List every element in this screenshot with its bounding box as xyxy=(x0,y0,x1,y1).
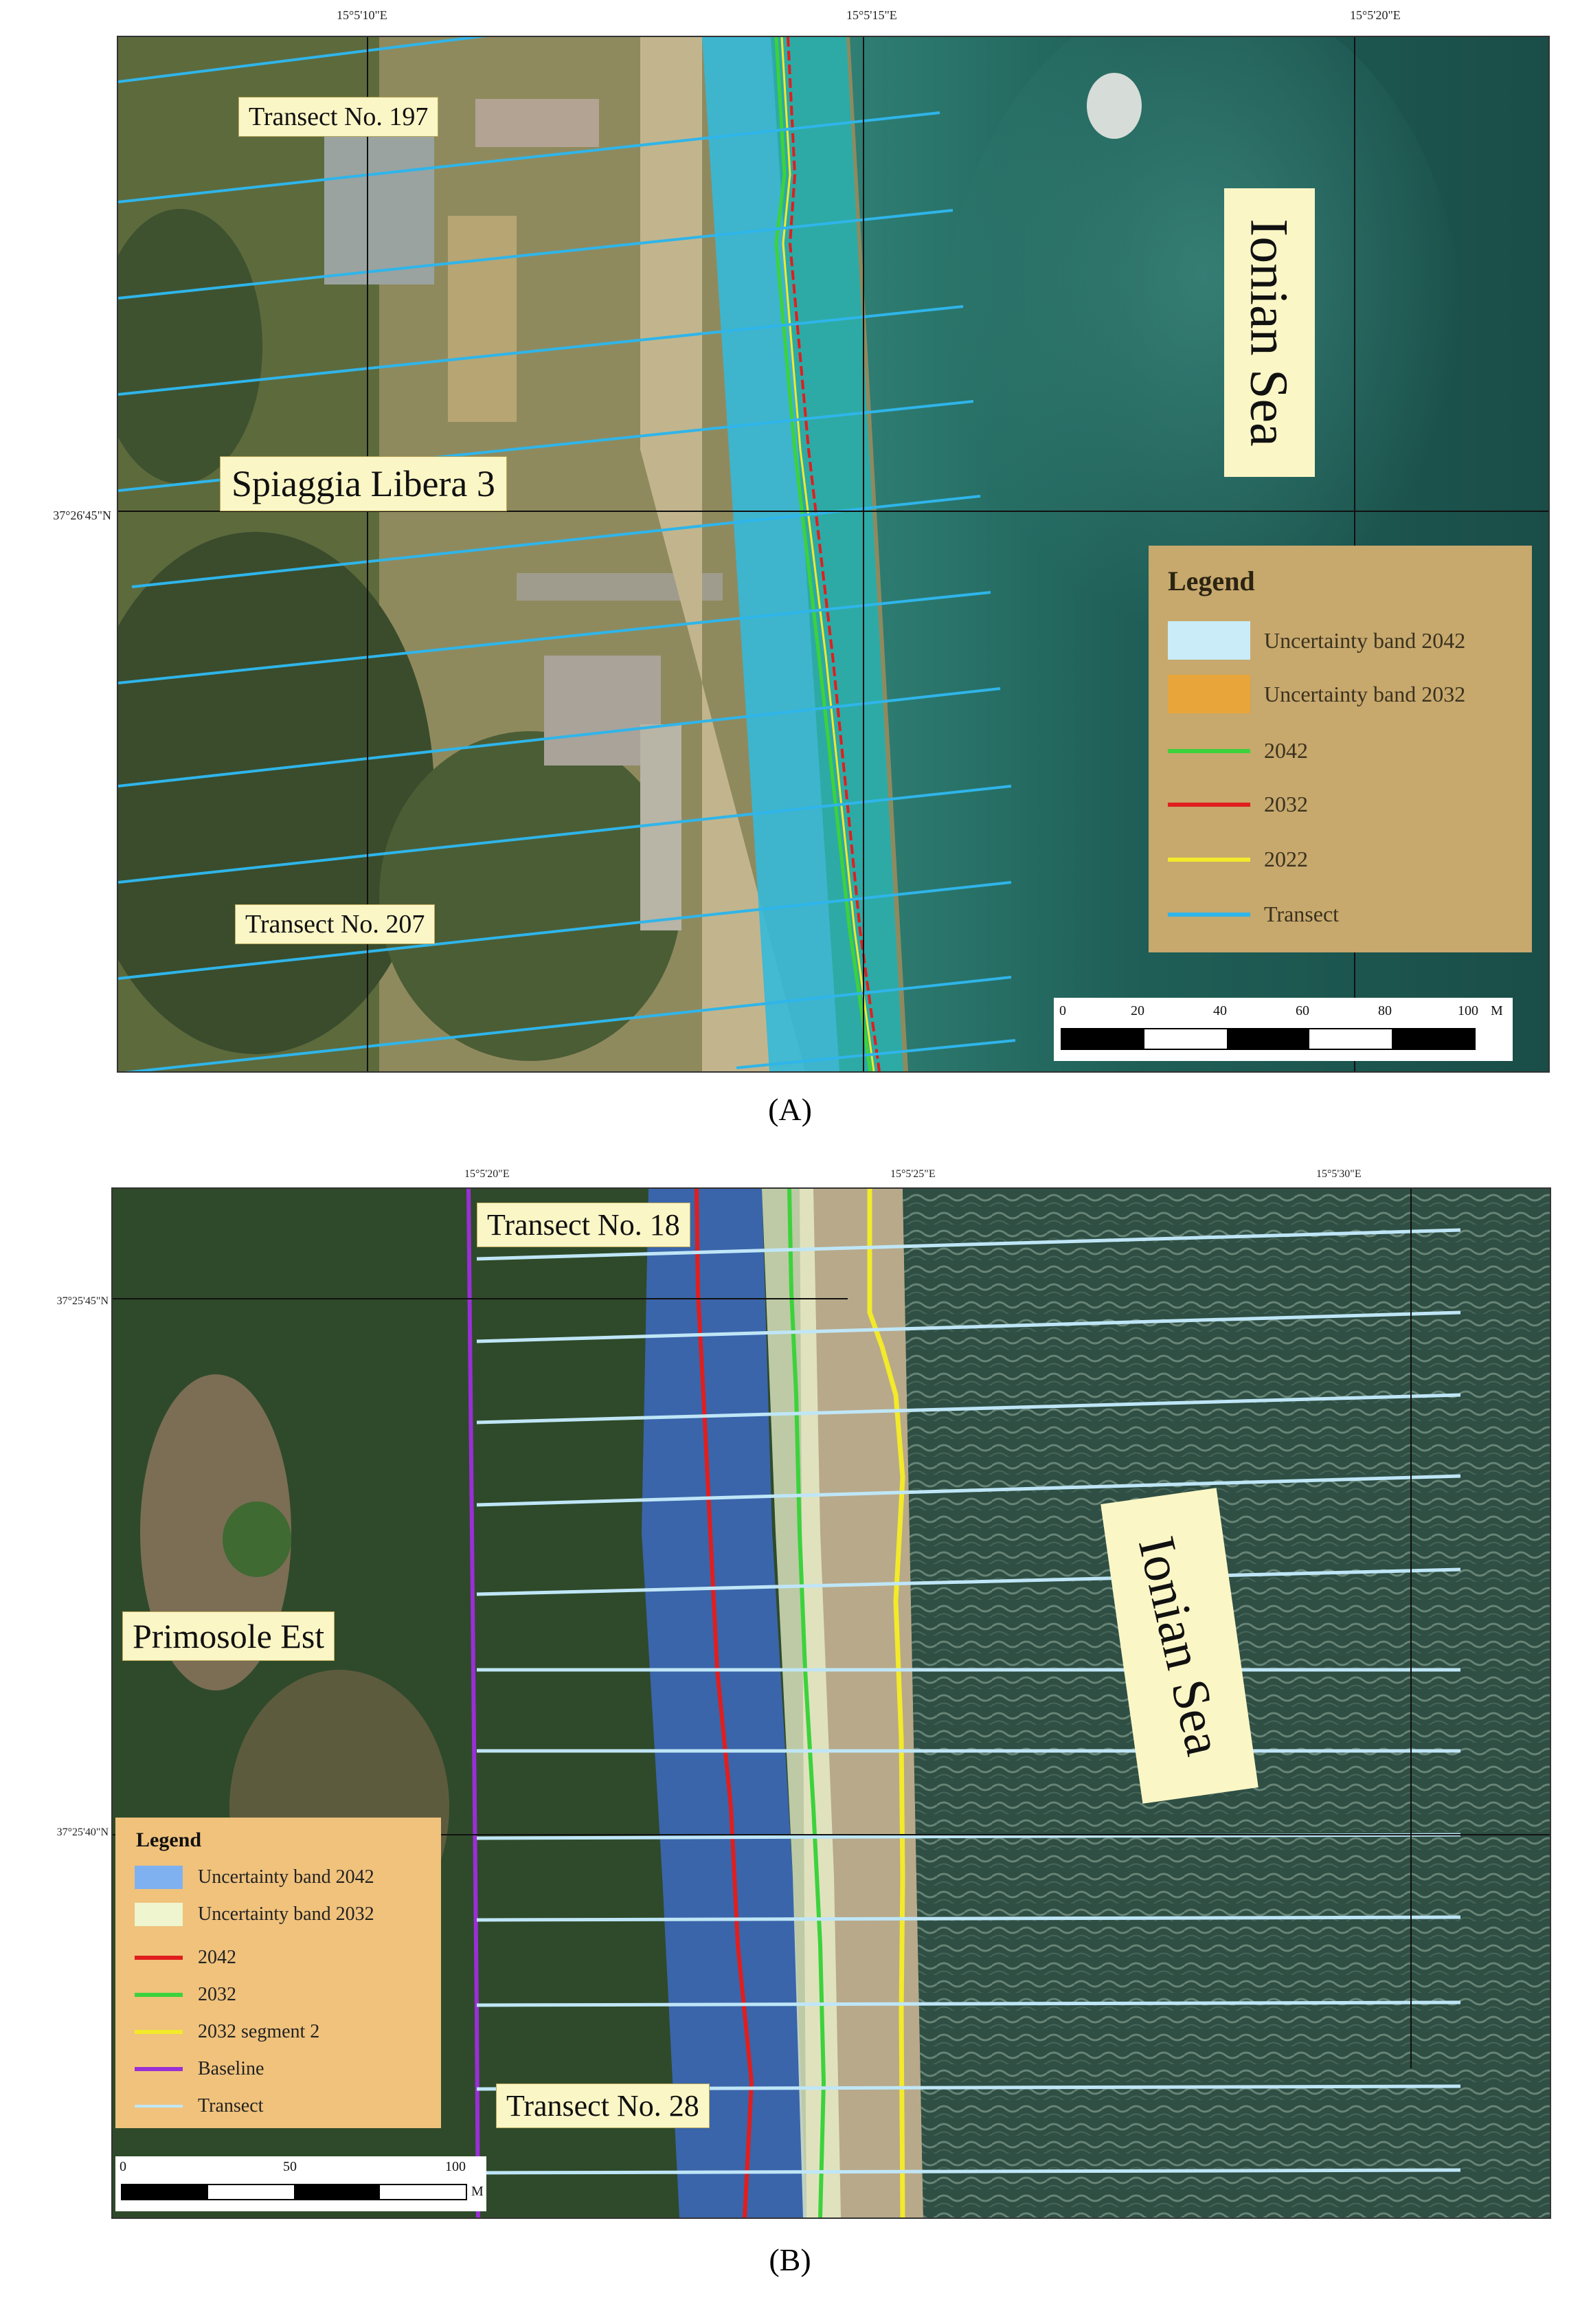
rock-outcrop xyxy=(1087,73,1142,139)
legend-item: Uncertainty band 2032 xyxy=(1168,675,1465,713)
legend-item: Uncertainty band 2042 xyxy=(1168,621,1465,660)
scale-tick: 80 xyxy=(1378,1003,1392,1018)
tree-cluster xyxy=(118,209,262,484)
legend-label: Uncertainty band 2032 xyxy=(198,1903,374,1925)
longitude-label: 15°5'25"E xyxy=(890,1168,936,1180)
sea-shoal xyxy=(943,37,1465,704)
legend-label: Transect xyxy=(198,2095,264,2116)
transect-callout-bottom: Transect No. 28 xyxy=(496,2083,710,2128)
scale-tick: 50 xyxy=(283,2159,297,2174)
legend-line xyxy=(135,1993,183,1997)
map-panel-b: Transect No. 18 Primosole Est Transect N… xyxy=(111,1187,1551,2219)
legend-line xyxy=(135,2030,183,2034)
legend-line xyxy=(1168,857,1250,862)
scale-tick: 0 xyxy=(120,2159,126,2174)
scale-tick: 100 xyxy=(1458,1003,1478,1018)
scale-bar-b: 0 50 100 M xyxy=(115,2156,486,2211)
legend-label: Uncertainty band 2042 xyxy=(198,1866,374,1888)
legend-item: Baseline xyxy=(135,2058,264,2080)
place-callout: Primosole Est xyxy=(122,1611,335,1661)
legend-line xyxy=(1168,802,1250,807)
scale-graphic xyxy=(1061,1028,1476,1050)
beach-sand xyxy=(640,37,805,1071)
legend-label: 2022 xyxy=(1264,847,1308,871)
legend-title: Legend xyxy=(136,1829,202,1851)
legend-item: 2042 xyxy=(1168,738,1308,763)
scale-bar-a: 0 20 40 60 80 100 M xyxy=(1054,998,1513,1061)
legend-b: Legend Uncertainty band 2042 Uncertainty… xyxy=(115,1818,441,2128)
scale-graphic xyxy=(121,2184,467,2200)
legend-item: 2032 xyxy=(135,1984,236,2006)
legend-label: 2032 segment 2 xyxy=(198,2021,320,2042)
transect-callout-top: Transect No. 197 xyxy=(238,97,439,137)
caption-a: (A) xyxy=(768,1092,812,1127)
legend-line xyxy=(135,2067,183,2071)
sea-label-box: Ionian Sea xyxy=(1224,188,1315,477)
baseline xyxy=(466,1189,480,2217)
legend-swatch xyxy=(1168,675,1250,713)
scale-tick: 20 xyxy=(1131,1003,1144,1018)
map-panel-a: Transect No. 197 Spiaggia Libera 3 Trans… xyxy=(117,36,1550,1073)
legend-a: Legend Uncertainty band 2042 Uncertainty… xyxy=(1149,546,1532,952)
legend-line xyxy=(1168,912,1250,917)
scale-tick: 0 xyxy=(1059,1003,1066,1018)
longitude-label: 15°5'20"E xyxy=(1350,8,1401,22)
legend-swatch xyxy=(135,1903,183,1926)
building xyxy=(475,99,599,147)
legend-item: Uncertainty band 2032 xyxy=(135,1903,374,1926)
legend-item: 2022 xyxy=(1168,847,1308,872)
shoreline-2032 xyxy=(787,37,881,1071)
scale-unit: M xyxy=(1491,1003,1503,1018)
longitude-label: 15°5'15"E xyxy=(846,8,897,22)
scale-tick: 60 xyxy=(1296,1003,1309,1018)
transect-callout-top: Transect No. 18 xyxy=(477,1203,690,1247)
legend-line xyxy=(135,2105,183,2108)
legend-item: 2032 xyxy=(1168,792,1308,817)
latitude-label: 37°25'40"N xyxy=(56,1826,109,1838)
legend-line xyxy=(135,1956,183,1960)
legend-item: Uncertainty band 2042 xyxy=(135,1866,374,1889)
legend-item: 2032 segment 2 xyxy=(135,2021,319,2043)
longitude-label: 15°5'20"E xyxy=(464,1168,510,1180)
legend-label: 2042 xyxy=(198,1947,236,1968)
legend-title: Legend xyxy=(1168,566,1255,596)
latitude-label: 37°25'45"N xyxy=(56,1295,109,1307)
building xyxy=(324,133,434,284)
legend-label: Uncertainty band 2042 xyxy=(1264,627,1466,653)
building xyxy=(640,724,681,930)
legend-swatch xyxy=(135,1866,183,1889)
sea-label: Ionian Sea xyxy=(1240,219,1300,447)
scale-tick: 40 xyxy=(1213,1003,1227,1018)
legend-label: 2042 xyxy=(1264,738,1308,763)
legend-item: 2042 xyxy=(135,1947,236,1969)
shoreline-2022 xyxy=(780,37,875,1071)
place-callout: Spiaggia Libera 3 xyxy=(220,456,507,511)
scale-tick: 100 xyxy=(445,2159,466,2174)
sea-label: Ionian Sea xyxy=(1127,1531,1233,1761)
legend-label: 2032 xyxy=(1264,792,1308,816)
legend-line xyxy=(1168,748,1250,753)
legend-swatch xyxy=(1168,621,1250,660)
shoreline-2042 xyxy=(774,37,872,1071)
latitude-label: 37°26'45"N xyxy=(53,509,111,522)
uncertainty-band-2032 xyxy=(771,37,903,1071)
legend-item: Transect xyxy=(1168,902,1339,927)
legend-label: Uncertainty band 2032 xyxy=(1264,681,1466,706)
legend-label: Baseline xyxy=(198,2058,264,2079)
tree xyxy=(223,1501,291,1577)
tree-cluster xyxy=(379,731,681,1061)
longitude-label: 15°5'10"E xyxy=(337,8,387,22)
legend-item: Transect xyxy=(135,2095,263,2117)
longitude-label: 15°5'30"E xyxy=(1316,1168,1362,1180)
caption-b: (B) xyxy=(769,2242,811,2277)
legend-label: 2032 xyxy=(198,1984,236,2005)
legend-label: Transect xyxy=(1264,902,1340,926)
scale-unit: M xyxy=(471,2184,484,2199)
sand-lot xyxy=(448,216,517,422)
uncertainty-band-2042 xyxy=(642,1189,806,2217)
transect-callout-bottom: Transect No. 207 xyxy=(235,904,436,944)
